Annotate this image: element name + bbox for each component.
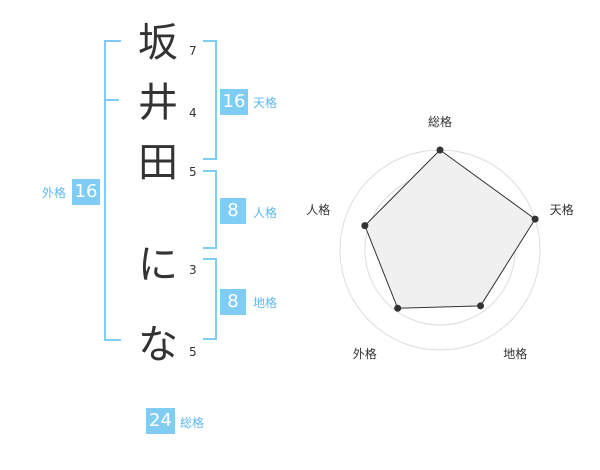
stroke-count-3: 5	[189, 165, 197, 179]
radar-point-2	[531, 215, 539, 223]
radar-axis-label-3: 地格	[503, 346, 528, 361]
jinkaku-label: 人格	[253, 206, 278, 220]
radar-axis-label-4: 外格	[352, 346, 377, 361]
name-char-1: 坂	[138, 20, 178, 66]
jinkaku-value: 8	[220, 198, 246, 224]
radar-point-3	[477, 302, 485, 310]
gaikaku-label: 外格	[42, 186, 67, 200]
radar-area	[364, 149, 536, 309]
gaikaku-bracket-mid-tick	[104, 99, 119, 101]
gaikaku-bracket	[104, 40, 121, 341]
radar-point-4	[394, 304, 402, 312]
tenkaku-bracket	[203, 40, 217, 160]
radar-axis-label-1: 総格	[428, 115, 453, 129]
chikaku-bracket	[203, 258, 217, 340]
name-char-4: に	[138, 242, 178, 288]
stroke-count-4: 3	[189, 263, 197, 277]
name-char-2: 井	[138, 80, 178, 126]
stroke-count-2: 4	[189, 106, 197, 120]
jinkaku-bracket	[203, 170, 217, 249]
tenkaku-value: 16	[220, 89, 248, 115]
radar-axis-label-5: 人格	[306, 203, 331, 218]
stroke-count-1: 7	[189, 44, 197, 58]
radar-point-1	[436, 146, 444, 154]
chikaku-label: 地格	[253, 296, 278, 310]
soukaku-value: 24	[146, 408, 175, 434]
gaikaku-value: 16	[72, 179, 100, 205]
soukaku-label: 総格	[180, 416, 205, 430]
name-char-3: 田	[138, 140, 178, 186]
stroke-count-5: 5	[189, 345, 197, 359]
radar-point-5	[361, 222, 369, 230]
chikaku-value: 8	[220, 289, 246, 315]
name-char-5: な	[138, 322, 178, 368]
tenkaku-label: 天格	[253, 96, 278, 110]
radar-axis-label-2: 天格	[549, 203, 574, 218]
